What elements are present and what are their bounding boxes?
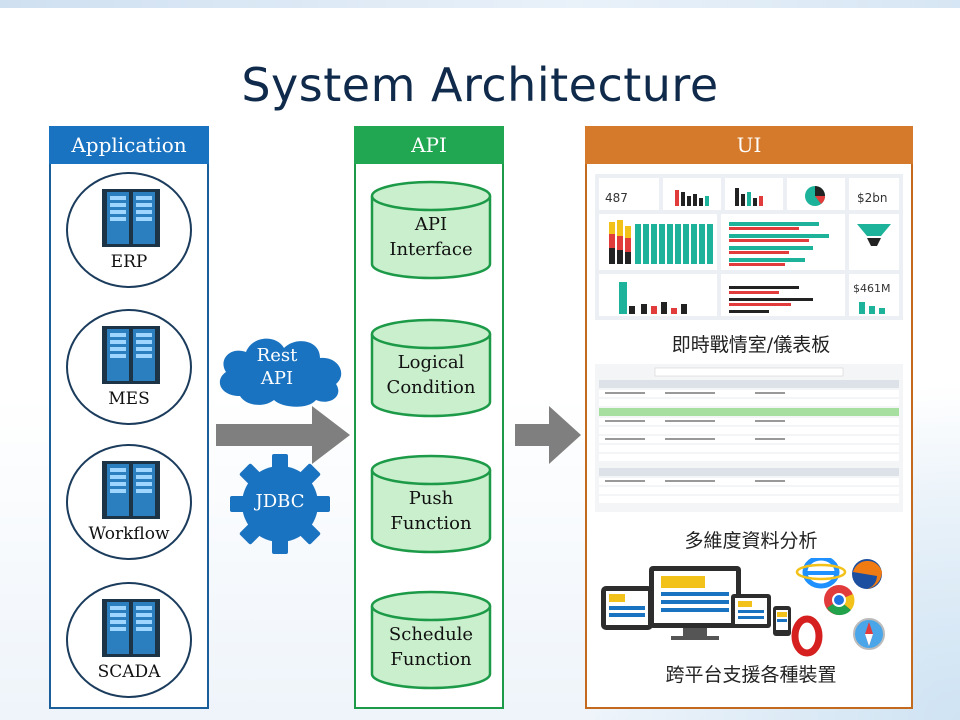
firefox-icon	[852, 559, 882, 589]
schedule-function-label: Schedule Function	[388, 624, 474, 670]
arrow-right-icon	[216, 406, 350, 464]
jdbc-label: JDBC	[255, 491, 305, 512]
server-rack-icon	[102, 599, 160, 657]
workflow-label: Workflow	[88, 524, 170, 544]
ui-panel: UI 487 $2bn	[585, 126, 913, 709]
devices-illustration	[601, 558, 885, 657]
dashboard-caption: 即時戰情室/儀表板	[671, 334, 831, 356]
kpi-487: 487	[605, 191, 628, 205]
workflow-node: Workflow	[66, 444, 192, 560]
push-function-label: Push Function	[390, 488, 472, 534]
monitor-icon	[649, 566, 741, 640]
devices-caption: 跨平台支援各種裝置	[665, 664, 837, 686]
internet-explorer-icon	[795, 558, 847, 589]
scada-node: SCADA	[66, 582, 192, 698]
ui-header: UI	[585, 126, 913, 164]
api-header: API	[354, 126, 504, 164]
api-panel: API API Interface Logical Condition Push…	[354, 126, 504, 709]
chrome-icon	[824, 585, 855, 616]
database-cylinder-icon	[370, 454, 492, 554]
top-band	[0, 0, 960, 8]
application-header: Application	[49, 126, 209, 164]
push-function-cylinder: Push Function	[370, 454, 492, 554]
erp-label: ERP	[110, 252, 148, 272]
tablet-icon	[601, 586, 653, 630]
database-cylinder-icon	[370, 318, 492, 418]
application-panel: Application ERP MES	[49, 126, 209, 709]
gear-icon	[230, 454, 330, 554]
server-rack-icon	[102, 461, 160, 519]
rest-api-label: Rest API	[256, 345, 298, 389]
kpi-2bn: $2bn	[857, 191, 888, 205]
mes-label: MES	[108, 389, 150, 409]
logical-condition-label: Logical Condition	[386, 352, 476, 398]
phone-icon	[773, 606, 791, 636]
laptop-icon	[731, 594, 771, 628]
api-interface-label: API Interface	[389, 214, 473, 260]
server-rack-icon	[102, 189, 160, 247]
api-interface-cylinder: API Interface	[370, 180, 492, 280]
safari-icon	[853, 618, 885, 650]
analysis-caption: 多維度資料分析	[684, 530, 818, 552]
schedule-function-cylinder: Schedule Function	[370, 590, 492, 690]
database-cylinder-icon	[370, 590, 492, 690]
arrow-right-icon	[515, 406, 581, 464]
cloud-icon	[219, 338, 342, 407]
page-title: System Architecture	[241, 58, 719, 112]
logical-condition-cylinder: Logical Condition	[370, 318, 492, 418]
erp-node: ERP	[66, 172, 192, 288]
server-rack-icon	[102, 326, 160, 384]
analysis-table-screenshot	[595, 364, 903, 512]
database-cylinder-icon	[370, 180, 492, 280]
opera-icon	[791, 615, 823, 657]
dashboard-screenshot: 487 $2bn	[595, 174, 903, 320]
kpi-461m: $461M	[853, 282, 891, 295]
mes-node: MES	[66, 309, 192, 425]
scada-label: SCADA	[97, 662, 161, 682]
